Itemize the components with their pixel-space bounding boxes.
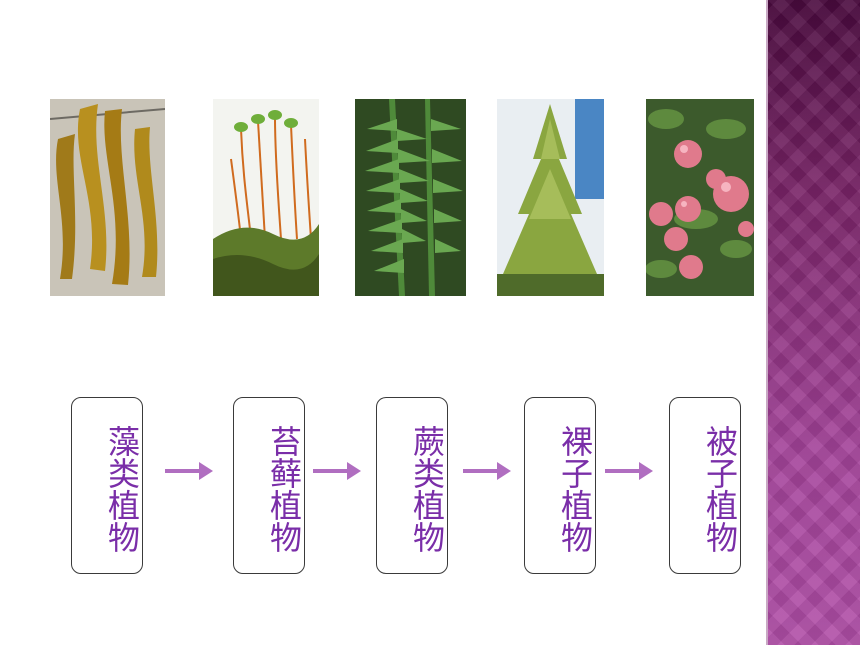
stage-label-box-gymnosperm: 裸子植物 <box>524 397 596 574</box>
stage-label-algae: 藻类植物 <box>103 424 141 553</box>
stage-label-fern: 蕨类植物 <box>408 424 446 553</box>
stage-label-box-angiosperm: 被子植物 <box>669 397 741 574</box>
stage-label-box-moss: 苔藓植物 <box>233 397 305 574</box>
right-arrow-icon <box>463 462 511 480</box>
photo-apple-tree <box>646 99 754 296</box>
stage-label-box-algae: 藻类植物 <box>71 397 143 574</box>
photo-conifer <box>497 99 604 296</box>
stage-label-box-fern: 蕨类植物 <box>376 397 448 574</box>
right-arrow-icon <box>313 462 361 480</box>
right-arrow-icon <box>605 462 653 480</box>
right-arrow-icon <box>165 462 213 480</box>
stage-label-angiosperm: 被子植物 <box>701 424 739 553</box>
photo-fern <box>355 99 466 296</box>
stage-label-moss: 苔藓植物 <box>265 424 303 553</box>
stage-label-gymnosperm: 裸子植物 <box>556 424 594 553</box>
photo-kelp-algae <box>50 99 165 296</box>
photo-moss <box>213 99 319 296</box>
decorative-sidebar <box>766 0 860 645</box>
